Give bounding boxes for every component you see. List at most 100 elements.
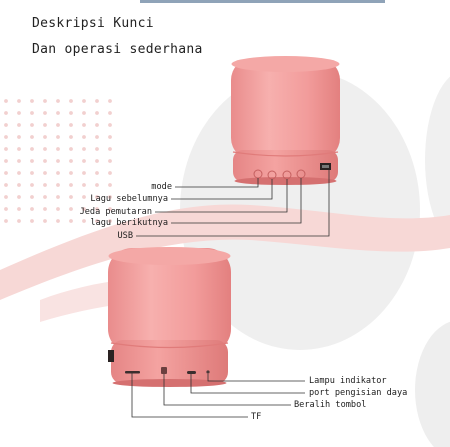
bottom-speaker-divider	[110, 342, 229, 349]
decor-dot	[43, 159, 47, 163]
decor-dot	[43, 111, 47, 115]
decor-dot	[30, 111, 34, 115]
label-switch-button: Beralih tombol	[294, 400, 367, 410]
decor-dot	[95, 183, 99, 187]
bottom-speaker	[108, 247, 231, 387]
decor-dot	[43, 195, 47, 199]
decor-dot	[4, 111, 8, 115]
usb-leader	[136, 170, 330, 237]
decor-dot	[30, 99, 34, 103]
indicator-leader	[207, 374, 305, 382]
decor-dot	[82, 207, 86, 211]
decor-dot	[69, 171, 73, 175]
decor-dot	[43, 219, 47, 223]
decor-dot	[82, 171, 86, 175]
bottom-speaker-base	[111, 340, 228, 384]
decor-dot	[4, 207, 8, 211]
top-speaker-top-rim	[231, 56, 340, 72]
decor-dot	[17, 219, 21, 223]
usb-port-inner	[322, 165, 329, 168]
decor-dot	[108, 147, 112, 151]
decor-dot	[17, 123, 21, 127]
decor-dot	[56, 183, 60, 187]
decor-dot	[43, 99, 47, 103]
decor-dot	[4, 183, 8, 187]
decor-dot	[56, 147, 60, 151]
decor-dot	[82, 147, 86, 151]
decor-dot	[30, 207, 34, 211]
decor-dot	[82, 195, 86, 199]
decor-dot	[17, 135, 21, 139]
decor-dot	[95, 159, 99, 163]
decor-dot	[17, 159, 21, 163]
decor-dot	[4, 159, 8, 163]
decor-dot	[43, 171, 47, 175]
decor-dot	[69, 123, 73, 127]
label-usb: USB	[117, 231, 133, 241]
decor-dot	[69, 207, 73, 211]
decor-dot	[43, 207, 47, 211]
top-speaker-base	[233, 150, 338, 182]
leader-lines	[131, 170, 330, 418]
label-next-track: lagu berikutnya	[90, 218, 168, 228]
decor-dot	[4, 219, 8, 223]
decor-dot	[4, 195, 8, 199]
decor-dot	[4, 171, 8, 175]
decor-dot	[17, 195, 21, 199]
decor-dot	[82, 99, 86, 103]
decor-dot	[69, 135, 73, 139]
decor-dot	[17, 111, 21, 115]
previous-leader	[171, 179, 273, 200]
decor-dot	[56, 207, 60, 211]
decor-dot	[43, 183, 47, 187]
charging-leader	[190, 374, 305, 394]
decor-dot	[69, 219, 73, 223]
decor-dot	[82, 135, 86, 139]
top-speaker-bottom-rim	[234, 177, 337, 185]
switch-button[interactable]	[161, 367, 167, 374]
top-speaker-body	[231, 58, 340, 160]
decor-dot	[30, 195, 34, 199]
decor-dot	[69, 159, 73, 163]
label-previous-track: Lagu sebelumnya	[90, 194, 168, 204]
decor-dot	[30, 123, 34, 127]
bottom-speaker-bottom-rim	[112, 379, 227, 387]
decor-dot	[30, 135, 34, 139]
top-speaker	[231, 56, 340, 185]
decor-dot	[56, 219, 60, 223]
decor-dot	[56, 159, 60, 163]
tf-leader	[131, 373, 248, 418]
label-charging-port: port pengisian daya	[309, 388, 408, 398]
next-leader	[171, 178, 302, 224]
decor-dot	[108, 183, 112, 187]
decor-dot	[82, 183, 86, 187]
decor-dot	[69, 147, 73, 151]
bottom-speaker-top-rim	[108, 247, 231, 265]
decor-dot	[108, 111, 112, 115]
label-pause: Jeda pemutaran	[79, 207, 152, 217]
mode-leader	[175, 178, 259, 188]
decor-dot	[95, 135, 99, 139]
decor-dot	[82, 111, 86, 115]
decor-dot	[95, 171, 99, 175]
top-edge-bar	[140, 0, 385, 3]
decor-dot	[17, 207, 21, 211]
decor-dot	[95, 207, 99, 211]
decor-dot	[69, 183, 73, 187]
decor-dot	[17, 171, 21, 175]
decor-dot	[30, 147, 34, 151]
decor-dot	[17, 147, 21, 151]
decor-dot	[95, 99, 99, 103]
decor-dot	[95, 123, 99, 127]
label-tf-slot: TF	[251, 412, 262, 422]
decor-dot	[43, 147, 47, 151]
decor-dot	[30, 219, 34, 223]
decor-dot	[69, 99, 73, 103]
decor-dot	[30, 171, 34, 175]
decor-dot	[30, 159, 34, 163]
decor-dot	[56, 99, 60, 103]
label-mode: mode	[151, 182, 172, 192]
decor-dot	[30, 183, 34, 187]
